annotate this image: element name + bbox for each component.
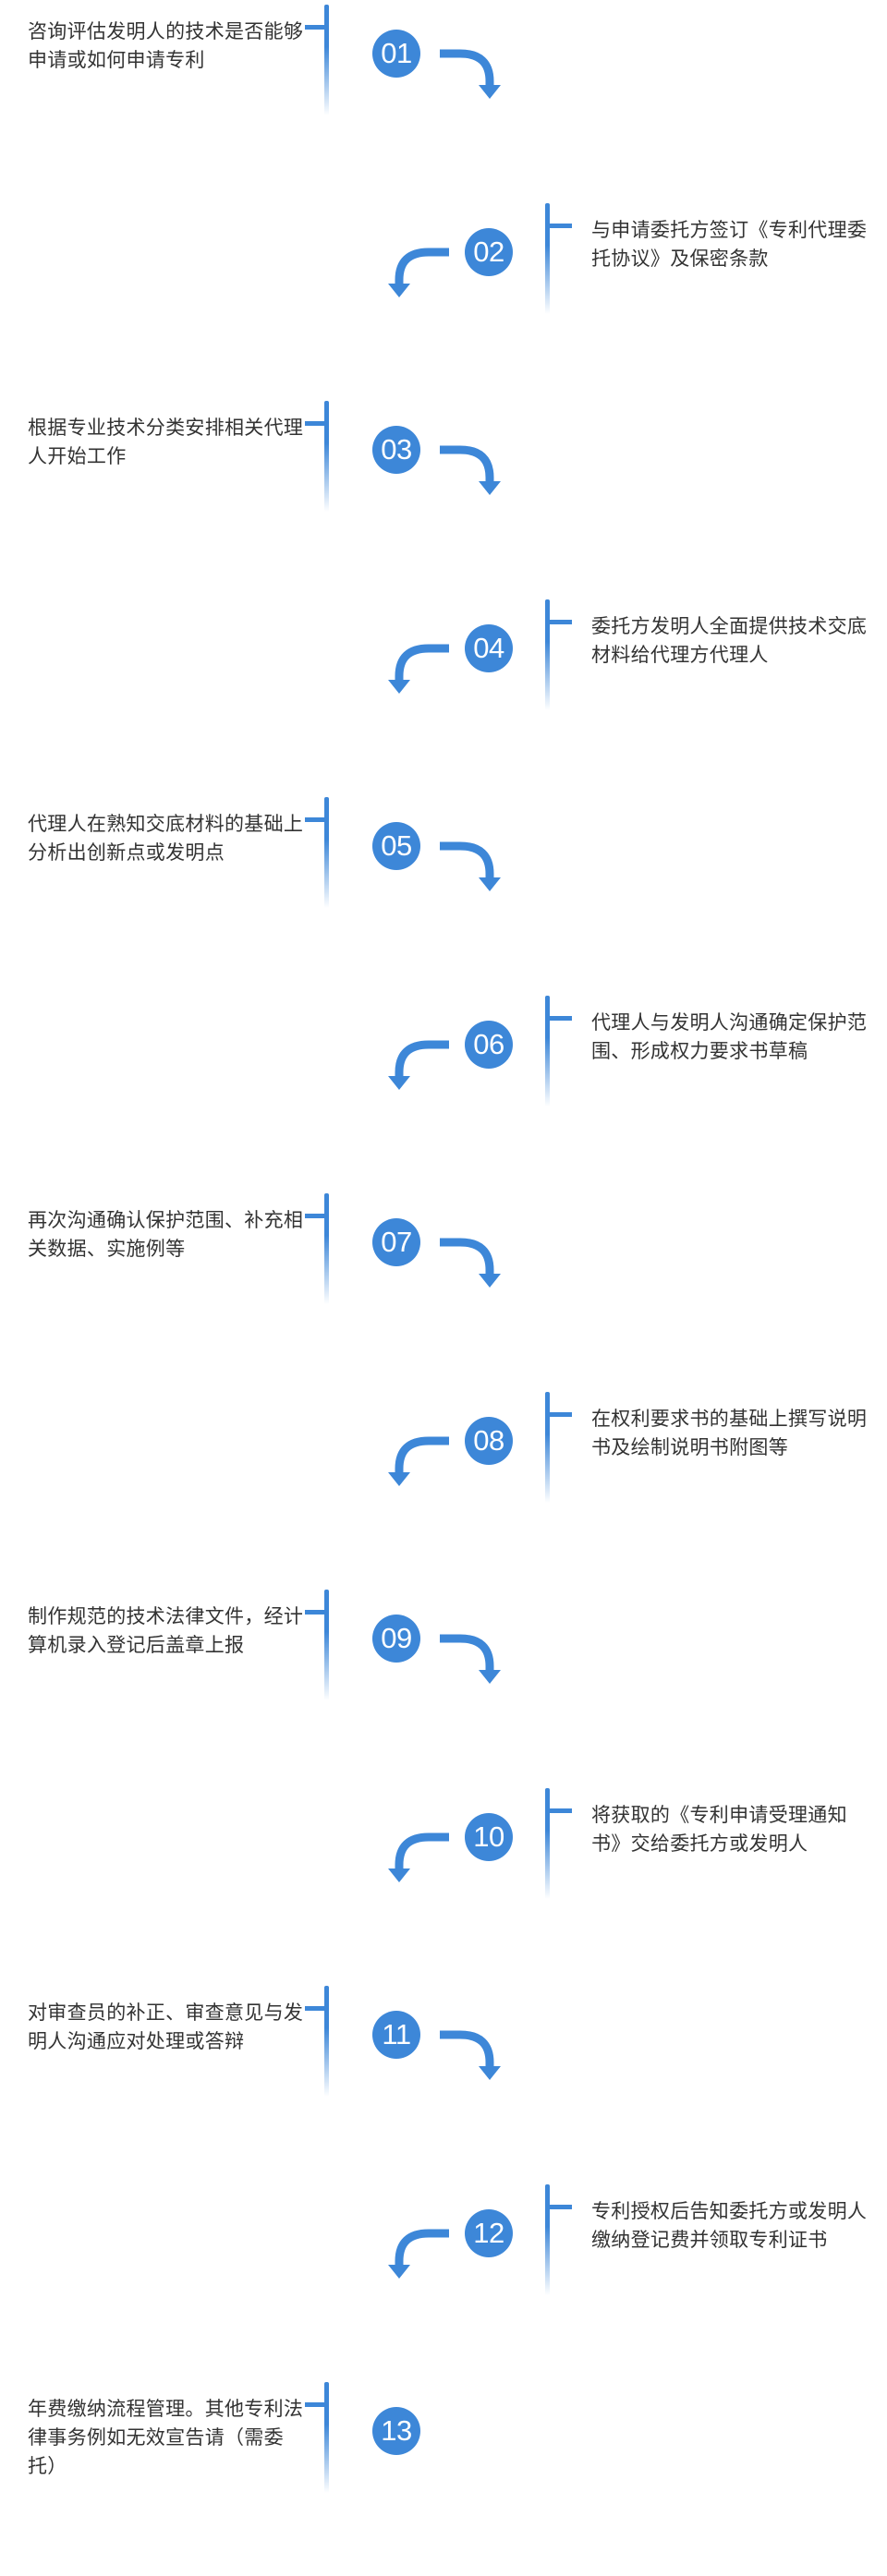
step-vertical-bar bbox=[324, 1193, 329, 1304]
step-description: 委托方发明人全面提供技术交底材料给代理方代理人 bbox=[591, 614, 868, 666]
step-description: 将获取的《专利申请受理通知书》交给委托方或发明人 bbox=[591, 1803, 847, 1855]
curved-arrow-icon-1 bbox=[440, 49, 501, 99]
step-vertical-bar bbox=[545, 1787, 550, 1899]
curved-arrow-icon-9 bbox=[440, 1634, 501, 1684]
step-number-badge: 10 bbox=[465, 1812, 513, 1861]
step-description: 代理人在熟知交底材料的基础上分析出创新点或发明点 bbox=[28, 813, 304, 864]
step-vertical-bar bbox=[324, 1986, 329, 2097]
curved-arrow-icon-5 bbox=[440, 841, 501, 891]
step-connector-tick bbox=[305, 2006, 327, 2011]
step-vertical-bar bbox=[324, 1590, 329, 1700]
step-vertical-bar bbox=[545, 995, 550, 1107]
patent-process-flow: 咨询评估发明人的技术是否能够申请或如何申请专利 01 与申请委托方签订《专利代理委托… bbox=[0, 0, 887, 2493]
step-description: 年费缴纳流程管理。其他专利法律事务例如无效宣告请（需委托） bbox=[28, 2398, 304, 2477]
step-vertical-bar bbox=[324, 797, 329, 908]
step-vertical-bar bbox=[324, 2382, 329, 2493]
step-02: 与申请委托方签订《专利代理委托协议》及保密条款 02 bbox=[0, 199, 887, 397]
curved-arrow-icon-10 bbox=[388, 1832, 449, 1882]
curved-arrow-icon-7 bbox=[440, 1238, 501, 1288]
step-05: 代理人在熟知交底材料的基础上分析出创新点或发明点 05 bbox=[0, 792, 887, 991]
step-vertical-bar bbox=[545, 2183, 550, 2295]
curved-arrow-icon-6 bbox=[388, 1040, 449, 1090]
curved-arrow-icon-8 bbox=[388, 1436, 449, 1486]
step-connector-tick bbox=[550, 1411, 572, 1417]
step-connector-tick bbox=[550, 619, 572, 624]
step-description: 再次沟通确认保护范围、补充相关数据、实施例等 bbox=[28, 1209, 304, 1260]
step-number-badge: 01 bbox=[372, 30, 420, 78]
step-connector-tick bbox=[305, 1214, 327, 1218]
step-number-badge: 13 bbox=[372, 2407, 420, 2455]
step-number-badge: 04 bbox=[465, 623, 513, 672]
step-09: 制作规范的技术法律文件，经计算机录入登记后盖章上报 09 bbox=[0, 1585, 887, 1784]
curved-arrow-icon-3 bbox=[440, 445, 501, 495]
step-11: 对审查员的补正、审查意见与发明人沟通应对处理或答辩 11 bbox=[0, 1981, 887, 2180]
step-connector-tick bbox=[305, 25, 327, 30]
curved-arrow-icon-4 bbox=[388, 644, 449, 694]
step-06: 代理人与发明人沟通确定保护范围、形成权力要求书草稿 06 bbox=[0, 991, 887, 1190]
step-description: 代理人与发明人沟通确定保护范围、形成权力要求书草稿 bbox=[591, 1010, 868, 1062]
step-description: 根据专业技术分类安排相关代理人开始工作 bbox=[28, 417, 304, 467]
step-number-badge: 09 bbox=[372, 1615, 420, 1663]
step-vertical-bar bbox=[545, 202, 550, 314]
step-number-badge: 03 bbox=[372, 426, 420, 474]
step-13: 年费缴纳流程管理。其他专利法律事务例如无效宣告请（需委托） 13 bbox=[0, 2377, 887, 2576]
step-number-badge: 08 bbox=[465, 1416, 513, 1465]
step-08: 在权利要求书的基础上撰写说明书及绘制说明书附图等 08 bbox=[0, 1387, 887, 1586]
step-07: 再次沟通确认保护范围、补充相关数据、实施例等 07 bbox=[0, 1189, 887, 1387]
step-connector-tick bbox=[305, 2402, 327, 2407]
step-description: 咨询评估发明人的技术是否能够申请或如何申请专利 bbox=[28, 20, 304, 71]
step-description: 与申请委托方签订《专利代理委托协议》及保密条款 bbox=[591, 218, 868, 270]
step-connector-tick bbox=[550, 223, 572, 228]
curved-arrow-icon-11 bbox=[440, 2030, 501, 2080]
step-number-badge: 07 bbox=[372, 1218, 420, 1266]
step-vertical-bar bbox=[324, 401, 329, 512]
step-number-badge: 02 bbox=[465, 227, 513, 276]
curved-arrow-icon-12 bbox=[388, 2229, 449, 2279]
step-number-badge: 05 bbox=[372, 822, 420, 870]
step-number-badge: 12 bbox=[465, 2208, 513, 2257]
curved-arrow-icon-2 bbox=[388, 248, 449, 297]
step-connector-tick bbox=[550, 2204, 572, 2209]
step-connector-tick bbox=[550, 1015, 572, 1021]
step-connector-tick bbox=[550, 1808, 572, 1813]
step-number-badge: 11 bbox=[372, 2011, 420, 2059]
step-10: 将获取的《专利申请受理通知书》交给委托方或发明人 10 bbox=[0, 1784, 887, 1982]
step-vertical-bar bbox=[324, 5, 329, 115]
step-description: 专利授权后告知委托方或发明人缴纳登记费并领取专利证书 bbox=[591, 2199, 868, 2251]
step-connector-tick bbox=[305, 421, 327, 426]
step-connector-tick bbox=[305, 817, 327, 822]
step-01: 咨询评估发明人的技术是否能够申请或如何申请专利 01 bbox=[0, 0, 887, 199]
step-vertical-bar bbox=[545, 1391, 550, 1503]
step-connector-tick bbox=[305, 1610, 327, 1615]
step-12: 专利授权后告知委托方或发明人缴纳登记费并领取专利证书 12 bbox=[0, 2180, 887, 2378]
step-description: 在权利要求书的基础上撰写说明书及绘制说明书附图等 bbox=[591, 1407, 868, 1458]
step-number-badge: 06 bbox=[465, 1020, 513, 1069]
step-03: 根据专业技术分类安排相关代理人开始工作 03 bbox=[0, 396, 887, 595]
step-description: 对审查员的补正、审查意见与发明人沟通应对处理或答辩 bbox=[28, 2002, 304, 2052]
step-description: 制作规范的技术法律文件，经计算机录入登记后盖章上报 bbox=[28, 1605, 304, 1656]
step-04: 委托方发明人全面提供技术交底材料给代理方代理人 04 bbox=[0, 595, 887, 793]
step-vertical-bar bbox=[545, 599, 550, 710]
